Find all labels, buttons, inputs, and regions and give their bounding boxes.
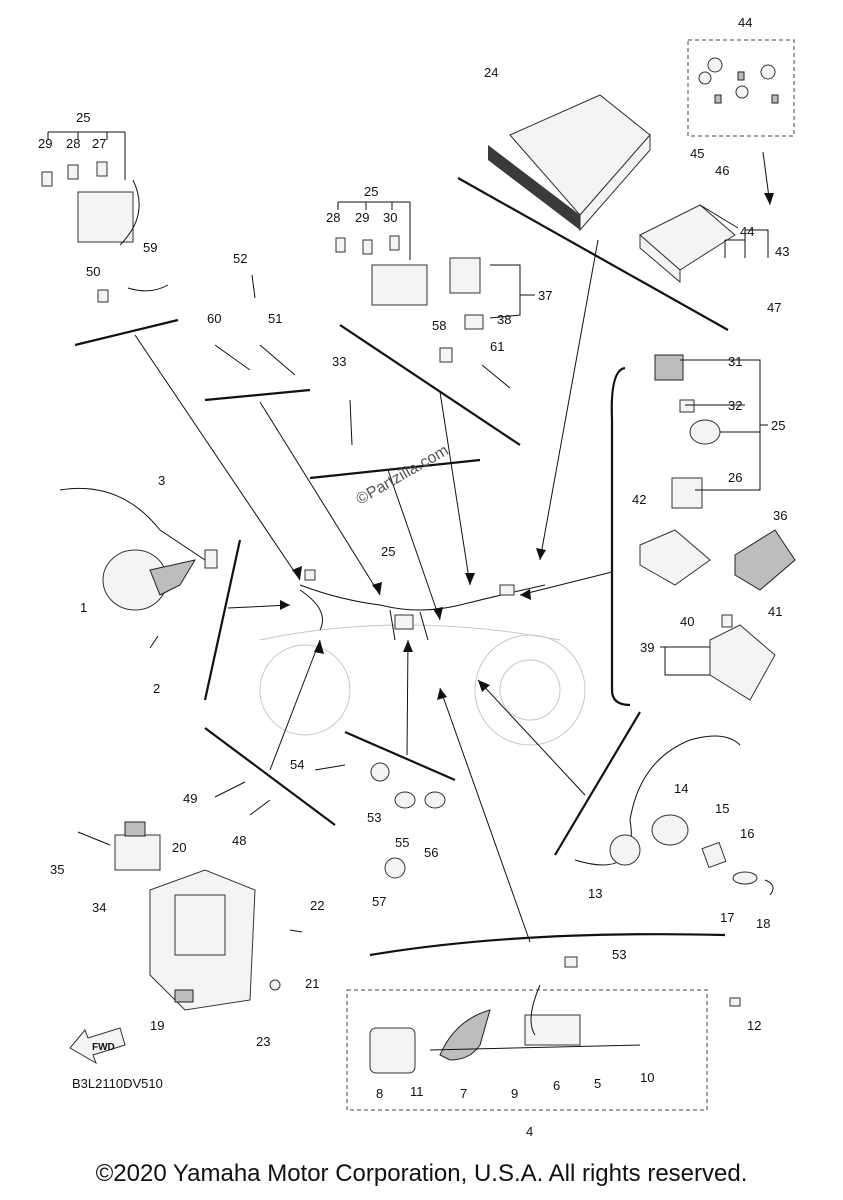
assembly-4 (369, 956, 741, 1074)
label-48: 48 (232, 833, 246, 848)
label-37: 37 (538, 288, 552, 303)
label-35: 35 (50, 862, 64, 877)
label-29b: 29 (355, 210, 369, 225)
label-47: 47 (767, 300, 781, 315)
label-27: 27 (92, 136, 106, 151)
fwd-arrow-icon: FWD (69, 1027, 126, 1065)
label-28b: 28 (326, 210, 340, 225)
label-54: 54 (290, 757, 304, 772)
label-34: 34 (92, 900, 106, 915)
label-31: 31 (728, 354, 742, 369)
label-25c: 25 (381, 544, 395, 559)
label-15: 15 (715, 801, 729, 816)
callout-brackets (74, 177, 729, 957)
label-5: 5 (594, 1076, 601, 1091)
right-components (639, 354, 796, 701)
wire-harness (299, 569, 546, 641)
label-60: 60 (207, 311, 221, 326)
label-41: 41 (768, 604, 782, 619)
label-24: 24 (484, 65, 498, 80)
cable-ties (214, 274, 353, 446)
label-38: 38 (497, 312, 511, 327)
regulator-34 (114, 821, 161, 871)
label-44a: 44 (738, 15, 752, 30)
label-32: 32 (728, 398, 742, 413)
label-9: 9 (511, 1086, 518, 1101)
label-46: 46 (715, 163, 729, 178)
fuse-box-19 (149, 869, 303, 1011)
label-22: 22 (310, 898, 324, 913)
label-1: 1 (80, 600, 87, 615)
label-28a: 28 (66, 136, 80, 151)
parts-diagram: FWD ©Partzilla.com B3L2110DV510 1 2 3 4 … (38, 15, 796, 1139)
fwd-label: FWD (92, 1042, 115, 1053)
label-10: 10 (640, 1070, 654, 1085)
label-20: 20 (172, 840, 186, 855)
battery-24 (488, 94, 651, 232)
label-8: 8 (376, 1086, 383, 1101)
label-14: 14 (674, 781, 688, 796)
label-56: 56 (424, 845, 438, 860)
part-44-box (687, 39, 795, 137)
label-52: 52 (233, 251, 247, 266)
label-44b: 44 (740, 224, 754, 239)
label-17: 17 (720, 910, 734, 925)
label-25a: 25 (76, 110, 90, 125)
label-23: 23 (256, 1034, 270, 1049)
label-40: 40 (680, 614, 694, 629)
label-57: 57 (372, 894, 386, 909)
background-frame-outline (259, 624, 586, 746)
label-43: 43 (775, 244, 789, 259)
label-3: 3 (158, 473, 165, 488)
relays-25-topmid (335, 235, 511, 389)
ecu-43 (639, 204, 736, 284)
diagram-code: B3L2110DV510 (72, 1076, 163, 1091)
label-30: 30 (383, 210, 397, 225)
label-59: 59 (143, 240, 157, 255)
label-12: 12 (747, 1018, 761, 1033)
label-61: 61 (490, 339, 504, 354)
label-36: 36 (773, 508, 787, 523)
copyright-notice: ©2020 Yamaha Motor Corporation, U.S.A. A… (95, 1160, 748, 1187)
label-26: 26 (728, 470, 742, 485)
watermark: ©Partzilla.com (354, 442, 452, 508)
label-53a: 53 (367, 810, 381, 825)
ignition-switch-1 (59, 487, 218, 649)
fuses-44 (698, 57, 779, 104)
part-numbers: 1 2 3 4 5 6 7 8 9 10 11 12 13 14 15 16 1… (38, 15, 789, 1139)
label-21: 21 (305, 976, 319, 991)
label-4: 4 (526, 1124, 533, 1139)
relays-25-topleft (41, 161, 169, 303)
leader-arrows (134, 151, 774, 943)
label-53b: 53 (612, 947, 626, 962)
label-42: 42 (632, 492, 646, 507)
fasteners (77, 762, 446, 879)
label-51: 51 (268, 311, 282, 326)
sensor-13 (574, 735, 774, 896)
label-6: 6 (553, 1078, 560, 1093)
label-11: 11 (410, 1084, 424, 1099)
label-33: 33 (332, 354, 346, 369)
label-29a: 29 (38, 136, 52, 151)
label-18: 18 (756, 916, 770, 931)
part-4-box (346, 989, 708, 1111)
label-2: 2 (153, 681, 160, 696)
label-16: 16 (740, 826, 754, 841)
label-58: 58 (432, 318, 446, 333)
label-49: 49 (183, 791, 197, 806)
number-leaders (47, 131, 769, 676)
label-50: 50 (86, 264, 100, 279)
label-13: 13 (588, 886, 602, 901)
label-7: 7 (460, 1086, 467, 1101)
label-45: 45 (690, 146, 704, 161)
label-55: 55 (395, 835, 409, 850)
label-39: 39 (640, 640, 654, 655)
label-25d: 25 (771, 418, 785, 433)
label-19: 19 (150, 1018, 164, 1033)
label-25b: 25 (364, 184, 378, 199)
